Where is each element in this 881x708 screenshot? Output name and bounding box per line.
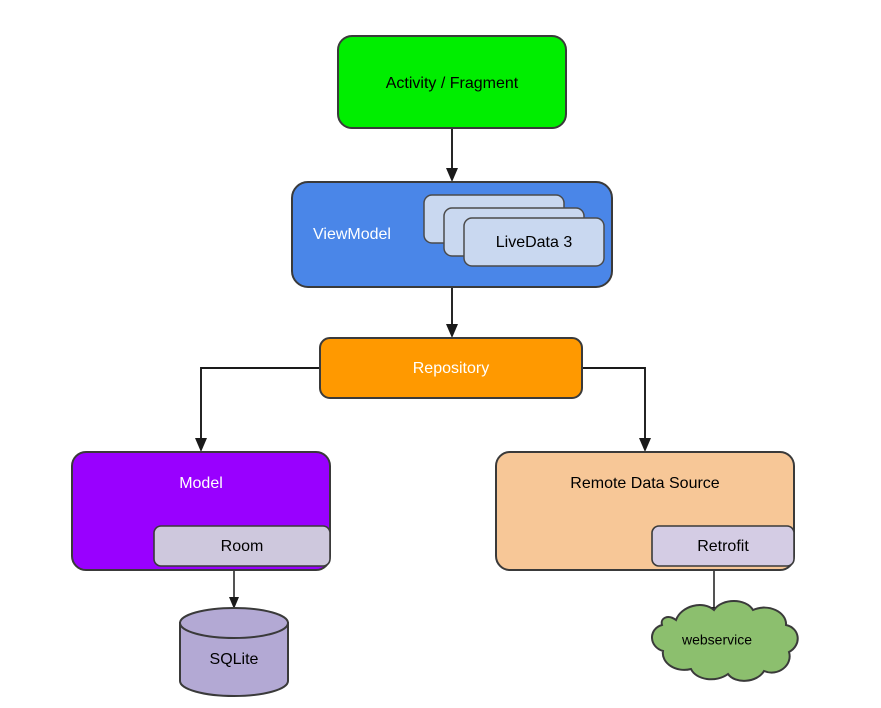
webservice-label: webservice bbox=[681, 632, 752, 648]
livedata-card-stack[interactable]: LiveData 3 bbox=[423, 194, 605, 267]
activity-fragment-label: Activity / Fragment bbox=[386, 75, 519, 92]
livedata-card-front[interactable] bbox=[463, 217, 605, 267]
livedata-front-label: LiveData 3 bbox=[496, 234, 573, 251]
node-viewmodel[interactable]: ViewModel LiveData 3 bbox=[291, 181, 613, 288]
model-label: Model bbox=[179, 475, 223, 492]
node-activity-fragment[interactable]: Activity / Fragment bbox=[337, 35, 567, 129]
retrofit-label: Retrofit bbox=[697, 538, 749, 555]
node-room[interactable]: Room bbox=[153, 525, 331, 567]
node-repository[interactable]: Repository bbox=[319, 337, 583, 399]
connector-activity-to-viewmodel bbox=[446, 128, 458, 182]
viewmodel-label: ViewModel bbox=[313, 226, 391, 243]
sqlite-label: SQLite bbox=[210, 651, 259, 668]
node-webservice[interactable]: webservice bbox=[651, 600, 799, 682]
repository-label: Repository bbox=[413, 360, 489, 377]
node-retrofit[interactable]: Retrofit bbox=[651, 525, 795, 567]
connector-repository-to-model bbox=[195, 367, 320, 452]
connector-viewmodel-to-repository bbox=[446, 287, 458, 338]
room-label: Room bbox=[221, 538, 264, 555]
remote-data-source-label: Remote Data Source bbox=[570, 475, 720, 492]
connector-repository-to-remote bbox=[582, 367, 651, 452]
connector-room-to-sqlite bbox=[229, 566, 239, 609]
node-sqlite[interactable]: SQLite bbox=[179, 607, 289, 697]
